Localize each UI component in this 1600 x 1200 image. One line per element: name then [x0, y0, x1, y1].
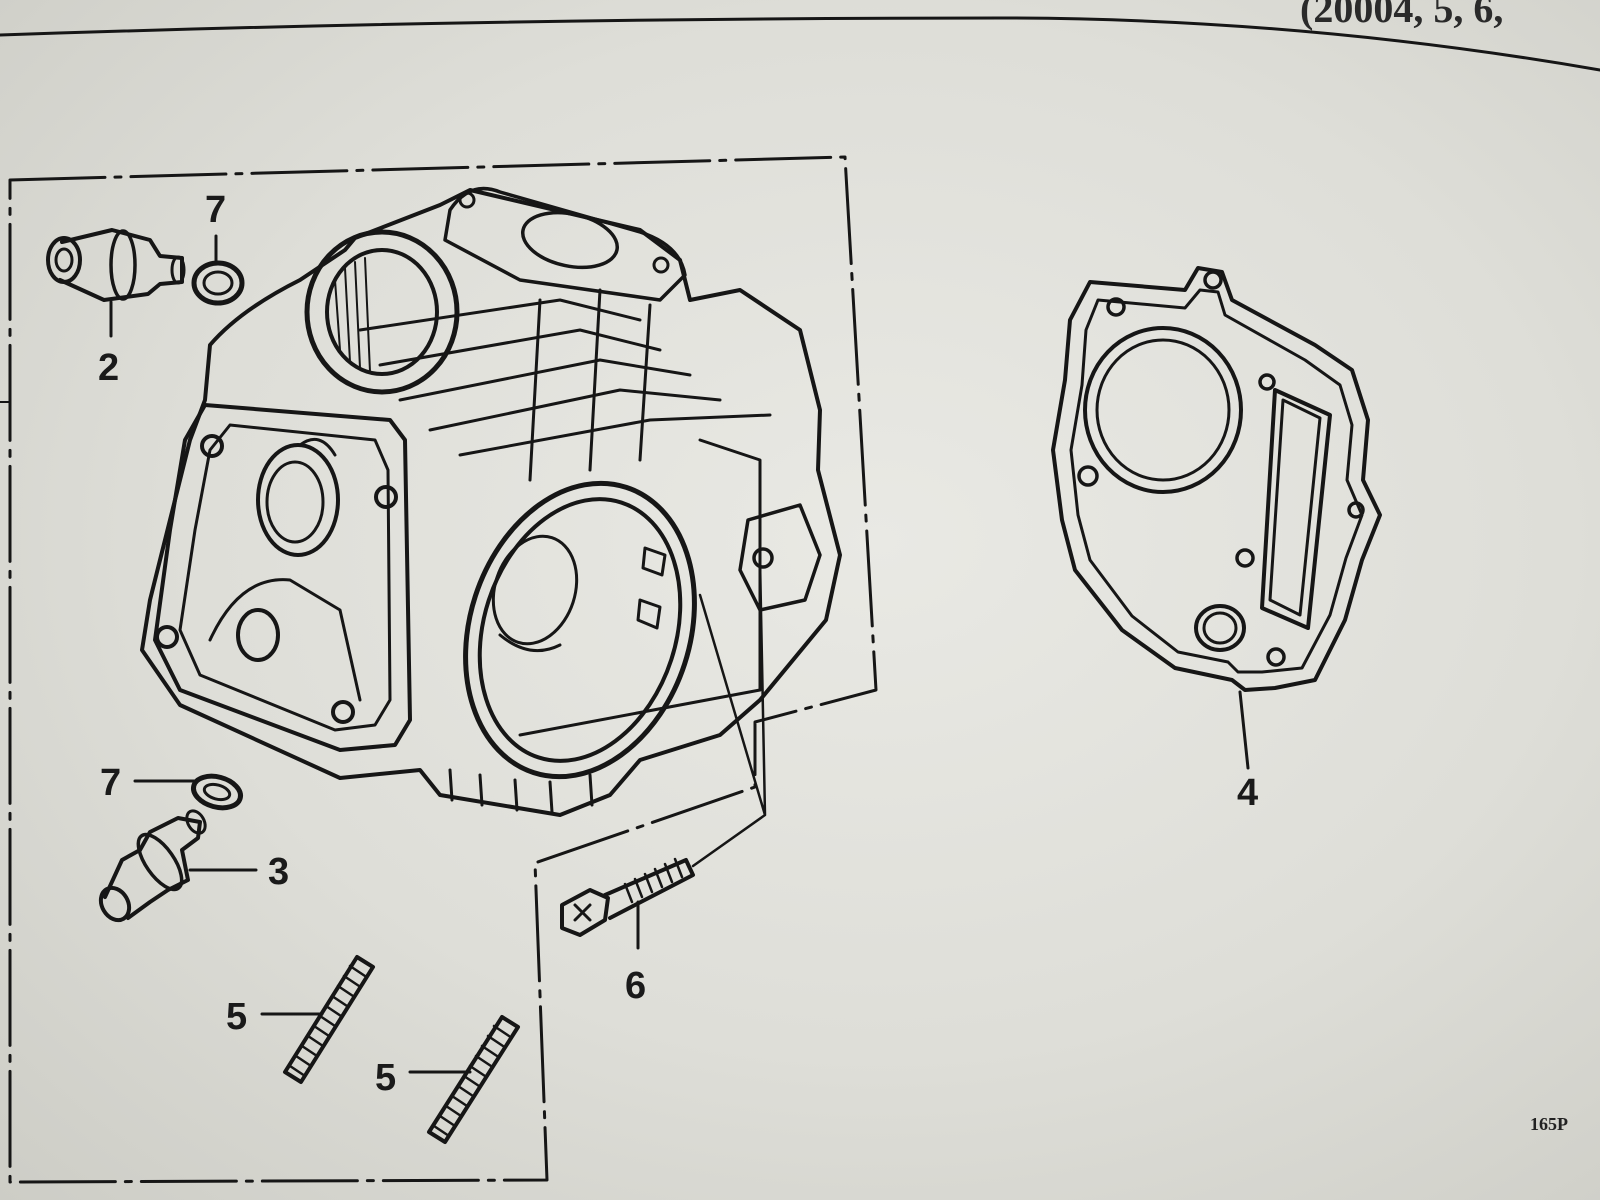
figure-code: 165P: [1530, 1114, 1568, 1134]
part-7-oring-lower: [190, 773, 244, 811]
part-5-stud-a: [283, 955, 375, 1084]
part-7-oring-top: [191, 260, 245, 306]
callout-5-b: 5: [375, 1057, 396, 1099]
callout-4: 4: [1237, 772, 1258, 814]
callout-7-top: 7: [205, 189, 226, 231]
callout-5-a: 5: [226, 996, 247, 1038]
leader-6-assembly-line: [691, 558, 767, 868]
page-top-rule: [0, 16, 1600, 72]
part-3-guide-pin: [98, 809, 207, 923]
callout-6: 6: [625, 965, 646, 1007]
part-2-guide-pin: [46, 228, 186, 302]
part-5-stud-b: [427, 1015, 520, 1144]
cylinder-head: [140, 186, 842, 817]
part-6-bolt: [560, 857, 695, 937]
header-partial-text: (20004, 5, 6,: [1300, 0, 1503, 31]
part-4-head-gasket: [1051, 266, 1382, 692]
callout-2: 2: [98, 347, 119, 389]
callout-3: 3: [268, 851, 289, 893]
assembly-frame: [8, 155, 878, 1184]
leader-4: [1238, 690, 1250, 770]
callout-7-lower: 7: [100, 762, 121, 804]
